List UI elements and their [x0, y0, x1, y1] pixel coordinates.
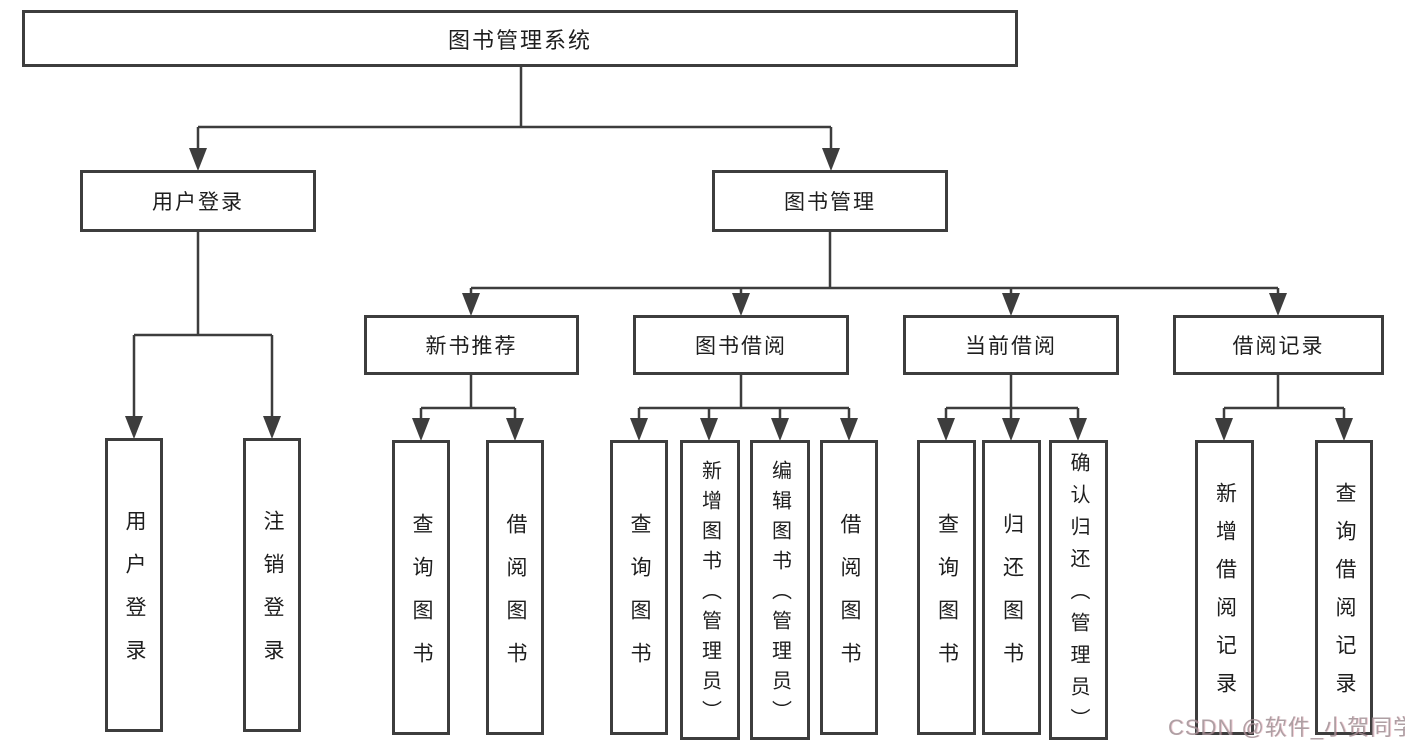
leaf-return-book: 归还图书 [982, 440, 1041, 735]
leaf-borrow-books-recommend: 借阅图书 [486, 440, 544, 735]
node-book-borrow: 图书借阅 [633, 315, 849, 375]
node-label: 图书管理 [784, 191, 876, 214]
node-label: 新书推荐 [425, 335, 518, 358]
leaf-borrow-books: 借阅图书 [820, 440, 878, 735]
leaf-label: 新增借阅记录 [1213, 482, 1237, 710]
leaf-label: 确认归还（管理员） [1067, 452, 1089, 740]
leaf-add-book-admin: 新增图书（管理员） [680, 440, 740, 740]
node-book-management: 图书管理 [712, 170, 948, 232]
leaf-label: 编辑图书（管理员） [768, 460, 791, 730]
leaf-label: 借阅图书 [838, 512, 861, 685]
node-label: 当前借阅 [965, 335, 1057, 358]
node-current-borrow: 当前借阅 [903, 315, 1119, 375]
leaf-add-borrow-record: 新增借阅记录 [1195, 440, 1254, 735]
leaf-label: 借阅图书 [504, 512, 527, 685]
leaf-label: 查询图书 [935, 512, 959, 685]
node-label: 图书借阅 [695, 335, 787, 358]
leaf-query-books-current: 查询图书 [917, 440, 976, 735]
leaf-query-books-recommend: 查询图书 [392, 440, 450, 735]
leaf-user-login: 用户登录 [105, 438, 163, 732]
node-label: 用户登录 [152, 191, 244, 214]
leaf-label: 归还图书 [1000, 512, 1024, 685]
arrowheads [125, 148, 1353, 441]
leaf-confirm-return-admin: 确认归还（管理员） [1049, 440, 1108, 740]
leaf-query-borrow-record: 查询借阅记录 [1315, 440, 1373, 735]
node-user-login: 用户登录 [80, 170, 316, 232]
leaf-label: 注销登录 [261, 510, 284, 682]
leaf-query-books-borrow: 查询图书 [610, 440, 668, 735]
leaf-edit-book-admin: 编辑图书（管理员） [750, 440, 810, 740]
csdn-watermark: CSDN @软件_小贺同学 [1168, 715, 1405, 740]
leaf-label: 查询借阅记录 [1333, 482, 1356, 710]
leaf-label: 用户登录 [123, 510, 146, 682]
node-library-management-system: 图书管理系统 [22, 10, 1018, 67]
node-borrow-records: 借阅记录 [1173, 315, 1384, 375]
leaf-label: 查询图书 [628, 512, 651, 685]
node-label: 借阅记录 [1232, 335, 1325, 358]
node-new-book-recommend: 新书推荐 [364, 315, 579, 375]
node-label: 图书管理系统 [447, 27, 592, 53]
leaf-label: 查询图书 [410, 512, 433, 685]
leaf-logout: 注销登录 [243, 438, 301, 732]
leaf-label: 新增图书（管理员） [698, 460, 721, 730]
